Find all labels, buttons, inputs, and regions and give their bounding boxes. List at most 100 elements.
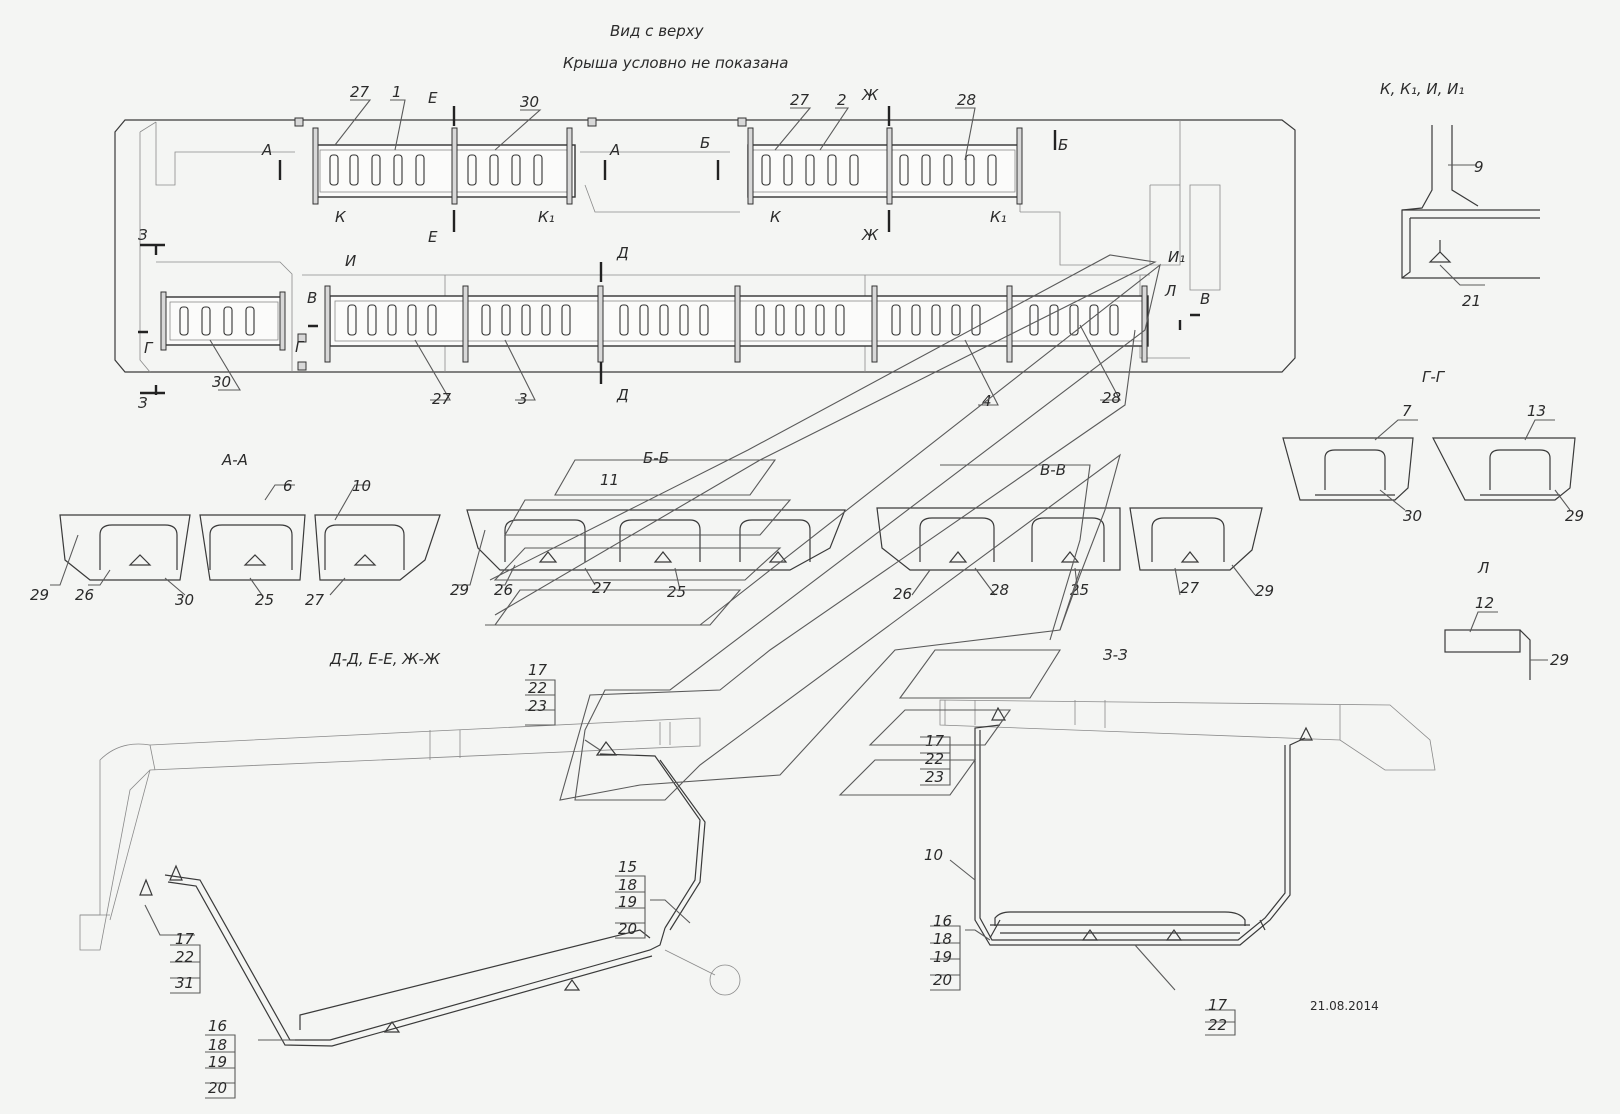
callout-dd-16: 16 <box>208 1017 227 1035</box>
view-title: Вид с верху <box>610 22 705 40</box>
callout-gg-30: 30 <box>1403 507 1422 525</box>
callout-dd-22b: 22 <box>175 948 194 966</box>
callout-top-27c: 27 <box>432 390 452 408</box>
section-bb-drawing <box>455 509 846 591</box>
mark-v-left: В <box>307 289 317 307</box>
callout-dd-22a: 22 <box>528 679 547 697</box>
mark-a-right: А <box>609 141 620 159</box>
callout-vv-26: 26 <box>893 585 912 603</box>
callout-zz-22a: 22 <box>925 750 944 768</box>
callout-aa-27: 27 <box>305 591 325 609</box>
callout-zz-20: 20 <box>933 971 952 989</box>
mark-z-bottom: З <box>138 394 148 412</box>
mark-e-top: Е <box>428 89 438 107</box>
callout-zz-17a: 17 <box>925 732 945 750</box>
mark-d-bottom: Д <box>616 386 629 404</box>
mark-zh-bottom: Ж <box>861 226 879 244</box>
mark-z-top: З <box>138 226 148 244</box>
callout-zz-22b: 22 <box>1208 1016 1227 1034</box>
callout-top-3: 3 <box>518 390 528 408</box>
callout-dd-15: 15 <box>618 858 637 876</box>
callout-top-28a: 28 <box>957 91 976 109</box>
detail-k-drawing <box>1401 125 1540 286</box>
callout-aa-30: 30 <box>175 591 194 609</box>
callout-zz-23a: 23 <box>925 768 944 786</box>
callout-l-29: 29 <box>1550 651 1569 669</box>
section-gg-drawing <box>1282 419 1576 511</box>
top-view-leaders <box>209 99 1121 406</box>
mark-v-right: В <box>1200 290 1210 308</box>
overlay-strokes <box>485 254 1161 801</box>
mark-k-right: К <box>770 208 782 226</box>
mark-i1: И₁ <box>1168 248 1185 266</box>
callout-zz-16: 16 <box>933 912 952 930</box>
callout-gg-29: 29 <box>1565 507 1584 525</box>
mark-e-bottom: Е <box>428 228 438 246</box>
mark-g: Г <box>144 339 154 357</box>
luggage-rack-1 <box>312 127 576 205</box>
rack-slots-1 <box>329 154 543 186</box>
section-zz-drawing <box>939 699 1436 991</box>
mark-b-left: Б <box>700 134 710 152</box>
callout-top-30a: 30 <box>520 93 539 111</box>
luggage-rack-long <box>324 285 1149 363</box>
mark-zh-top: Ж <box>861 86 879 104</box>
callout-dd-20b: 20 <box>208 1079 227 1097</box>
callout-gg-7: 7 <box>1402 402 1412 420</box>
callout-k-21: 21 <box>1462 292 1481 310</box>
callout-zz-10: 10 <box>924 846 943 864</box>
luggage-rack-2 <box>747 127 1023 205</box>
callout-aa-10: 10 <box>352 477 371 495</box>
dd-top-callout-stack <box>525 679 556 726</box>
section-gg-title: Г-Г <box>1422 368 1446 386</box>
callout-bb-29: 29 <box>450 581 469 599</box>
callout-top-2: 2 <box>837 91 847 109</box>
callout-dd-20a: 20 <box>618 920 637 938</box>
callout-dd-18a: 18 <box>618 876 637 894</box>
section-vv-title: В-В <box>1040 461 1066 479</box>
mark-k1-right: К₁ <box>990 208 1007 226</box>
callout-vv-27: 27 <box>1180 579 1200 597</box>
callout-dd-19a: 19 <box>618 893 637 911</box>
callout-dd-31: 31 <box>175 974 194 992</box>
callout-top-28b: 28 <box>1102 389 1121 407</box>
section-bb-title: Б-Б <box>643 449 669 467</box>
callout-zz-18: 18 <box>933 930 952 948</box>
date-stamp: 21.08.2014 <box>1310 999 1379 1013</box>
callout-aa-26: 26 <box>75 586 94 604</box>
callout-dd-17a: 17 <box>528 661 548 679</box>
view-subtitle: Крыша условно не показана <box>563 54 788 72</box>
zz-top-callout-stack <box>920 736 951 786</box>
callout-zz-17b: 17 <box>1208 996 1228 1014</box>
callout-aa-25: 25 <box>255 591 274 609</box>
callout-top-1: 1 <box>392 83 402 101</box>
section-dd-title: Д-Д, Е-Е, Ж-Ж <box>329 650 441 668</box>
section-vv-drawing <box>876 507 1263 596</box>
mount-brackets <box>294 117 747 371</box>
mark-a-left: А <box>261 141 272 159</box>
callout-dd-19b: 19 <box>208 1053 227 1071</box>
dd-left-callout-stack <box>170 944 201 994</box>
mark-g-right: Г <box>295 338 305 356</box>
section-dd-drawing <box>79 717 741 1047</box>
luggage-rack-small <box>160 291 286 351</box>
callout-zz-19: 19 <box>933 948 952 966</box>
mark-b-right: Б <box>1058 136 1068 154</box>
mark-d-top: Д <box>616 244 629 262</box>
detail-k-title: К, К₁, И, И₁ <box>1380 80 1464 98</box>
callout-aa-29: 29 <box>30 586 49 604</box>
section-aa-title: А-А <box>221 451 248 469</box>
callout-bb-26: 26 <box>494 581 513 599</box>
callout-bb-11: 11 <box>600 471 619 489</box>
dd-right-callout-stack <box>615 875 646 939</box>
section-aa-drawing <box>50 484 441 596</box>
mark-l: Л <box>1164 282 1176 300</box>
callout-top-27b: 27 <box>790 91 810 109</box>
callout-gg-13: 13 <box>1527 402 1546 420</box>
dd-bottom-callout-stack <box>205 1034 236 1099</box>
callout-dd-17b: 17 <box>175 930 195 948</box>
zz-bottom-callout-stack <box>1205 1009 1236 1036</box>
long-rack-slots <box>347 304 1119 336</box>
callout-vv-28: 28 <box>990 581 1009 599</box>
